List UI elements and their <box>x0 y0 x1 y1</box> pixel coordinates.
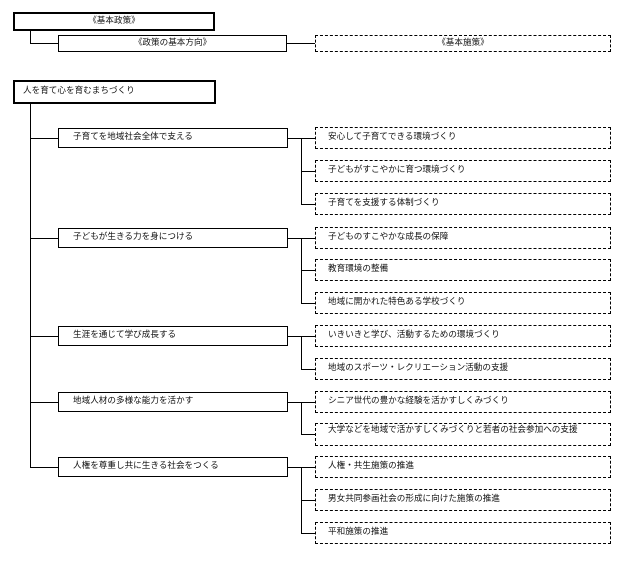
sub-connector <box>301 434 315 436</box>
measure-label: 男女共同参画社会の形成に向けた施策の推進 <box>328 494 500 505</box>
measure-label: いきいきと学び、活動するための環境づくり <box>328 330 500 341</box>
measure-label: 大学などを地域で活かすしくみづくりと若者の社会参加への支援 <box>328 425 578 435</box>
branch-connector <box>30 238 59 240</box>
direction-box: 子育てを地域社会全体で支える <box>58 128 288 148</box>
sub-connector <box>301 303 315 305</box>
measure-label: 人権・共生施策の推進 <box>328 461 414 472</box>
sub-connector <box>301 171 315 173</box>
legend-connector <box>30 31 32 44</box>
measure-box: 子どものすこやかな成長の保障 <box>315 227 611 249</box>
measure-label: 子どものすこやかな成長の保障 <box>328 232 449 243</box>
legend-connector <box>30 43 59 45</box>
sub-connector <box>301 270 315 272</box>
direction-box: 子どもが生きる力を身につける <box>58 228 288 248</box>
policy-title-box: 人を育て心を育むまちづくり <box>13 80 216 104</box>
direction-label: 人権を尊重し共に生きる社会をつくる <box>73 461 219 472</box>
direction-box: 生涯を通じて学び成長する <box>58 326 288 346</box>
sub-connector <box>301 500 315 502</box>
measure-box: いきいきと学び、活動するための環境づくり <box>315 325 611 347</box>
legend-connector <box>287 43 315 45</box>
legend-policy-label: 《基本政策》 <box>88 15 140 26</box>
measure-box: 子育てを支援する体制づくり <box>315 193 611 215</box>
measure-box: 安心して子育てできる環境づくり <box>315 127 611 149</box>
direction-label: 子育てを地域社会全体で支える <box>73 132 193 143</box>
measure-label: 地域のスポーツ・レクリエーション活動の支援 <box>328 363 509 374</box>
sub-connector <box>301 204 315 206</box>
measure-box: 地域に開かれた特色ある学校づくり <box>315 292 611 314</box>
measure-label: シニア世代の豊かな経験を活かすしくみづくり <box>328 396 509 407</box>
measure-label: 地域に開かれた特色ある学校づくり <box>328 297 466 308</box>
branch-connector <box>30 336 59 338</box>
branch-connector <box>30 467 59 469</box>
measure-box: 教育環境の整備 <box>315 259 611 281</box>
sub-connector <box>301 369 315 371</box>
measure-label: 教育環境の整備 <box>328 264 389 275</box>
legend-direction-box: 《政策の基本方向》 <box>58 35 287 52</box>
measure-box: 地域のスポーツ・レクリエーション活動の支援 <box>315 358 611 380</box>
measure-box: 人権・共生施策の推進 <box>315 456 611 478</box>
direction-label: 子どもが生きる力を身につける <box>73 232 194 243</box>
measure-label: 子育てを支援する体制づくり <box>328 198 440 209</box>
branch-connector <box>30 138 59 140</box>
measure-box: 子どもがすこやかに育つ環境づくり <box>315 160 611 182</box>
policy-title: 人を育て心を育むまちづくり <box>23 86 135 97</box>
measure-box: 平和施策の推進 <box>315 522 611 544</box>
measure-label: 子どもがすこやかに育つ環境づくり <box>328 165 466 176</box>
direction-label: 地域人材の多様な能力を活かす <box>73 396 194 407</box>
legend-measure-box: 《基本施策》 <box>315 35 611 52</box>
branch-connector <box>30 402 59 404</box>
measure-label: 平和施策の推進 <box>328 527 389 538</box>
direction-label: 生涯を通じて学び成長する <box>73 330 177 341</box>
direction-box: 人権を尊重し共に生きる社会をつくる <box>58 457 288 477</box>
legend-measure-label: 《基本施策》 <box>437 37 489 48</box>
sub-connector <box>301 336 303 369</box>
sub-connector <box>301 402 303 434</box>
measure-label: 安心して子育てできる環境づくり <box>328 132 457 143</box>
sub-connector <box>301 533 315 535</box>
spine-connector <box>30 104 32 468</box>
measure-box: 男女共同参画社会の形成に向けた施策の推進 <box>315 489 611 511</box>
measure-box: シニア世代の豊かな経験を活かすしくみづくり <box>315 391 611 413</box>
legend-direction-label: 《政策の基本方向》 <box>133 37 212 48</box>
measure-box: 大学などを地域で活かすしくみづくりと若者の社会参加への支援 <box>315 423 611 446</box>
direction-box: 地域人材の多様な能力を活かす <box>58 392 288 412</box>
legend-policy-box: 《基本政策》 <box>13 12 215 31</box>
